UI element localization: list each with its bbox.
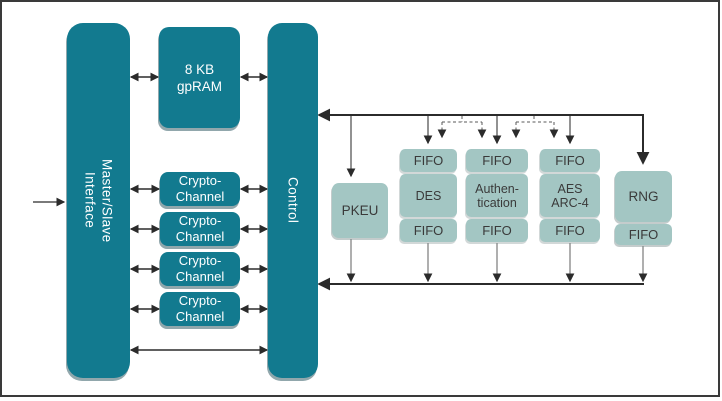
gpram-block: 8 KB gpRAM	[159, 27, 240, 128]
des-output-fifo: FIFO	[400, 219, 457, 242]
des-stack: FIFO DES FIFO	[400, 149, 457, 242]
gpram-label: 8 KB gpRAM	[176, 61, 222, 94]
authentication-stack: FIFO Authen- tication FIFO	[466, 149, 528, 242]
rng-block: RNG	[615, 171, 672, 222]
authentication-input-fifo: FIFO	[466, 149, 528, 172]
rng-output-fifo: FIFO	[615, 224, 672, 245]
engine-input-arrows	[346, 116, 575, 178]
des-input-fifo: FIFO	[400, 149, 457, 172]
pkeu-label: PKEU	[341, 203, 379, 218]
authentication-label: Authen- tication	[475, 181, 519, 210]
dashed-chain-arrows	[437, 116, 559, 139]
aes-arc4-unit: AES ARC-4	[540, 174, 600, 217]
crypto-channel-block-1: Crypto- Channel	[160, 172, 240, 206]
top-bus-wire	[317, 108, 650, 165]
crypto-channel-block-4: Crypto- Channel	[160, 292, 240, 326]
aes-arc4-output-fifo: FIFO	[540, 219, 600, 242]
aes-arc4-stack: FIFO AES ARC-4 FIFO	[540, 149, 600, 242]
fifo-label: FIFO	[555, 153, 585, 168]
master-slave-interface-label: Master/Slave Interface	[82, 158, 115, 243]
control-block: Control	[268, 23, 318, 378]
rng-label: RNG	[628, 189, 659, 204]
control-label: Control	[285, 177, 301, 224]
fifo-label: FIFO	[555, 223, 585, 238]
crypto-channel-label: Crypto- Channel	[175, 253, 225, 284]
fifo-label: FIFO	[628, 227, 659, 242]
fifo-label: FIFO	[413, 223, 444, 238]
fifo-label: FIFO	[482, 153, 512, 168]
des-unit: DES	[400, 174, 457, 217]
authentication-output-fifo: FIFO	[466, 219, 528, 242]
crypto-channel-label: Crypto- Channel	[175, 213, 225, 244]
authentication-unit: Authen- tication	[466, 174, 528, 217]
bidirectional-arrows	[129, 72, 269, 355]
crypto-channel-label: Crypto- Channel	[175, 173, 225, 204]
fifo-label: FIFO	[482, 223, 512, 238]
des-label: DES	[415, 188, 442, 203]
fifo-label: FIFO	[413, 153, 444, 168]
aes-arc4-input-fifo: FIFO	[540, 149, 600, 172]
master-slave-interface-block: Master/Slave Interface	[67, 23, 130, 378]
crypto-channel-label: Crypto- Channel	[175, 293, 225, 324]
aes-arc4-label: AES ARC-4	[551, 181, 589, 210]
crypto-channel-block-2: Crypto- Channel	[160, 212, 240, 246]
crypto-channel-block-3: Crypto- Channel	[160, 252, 240, 286]
pkeu-block: PKEU	[332, 183, 388, 238]
engine-output-wires	[346, 239, 648, 283]
